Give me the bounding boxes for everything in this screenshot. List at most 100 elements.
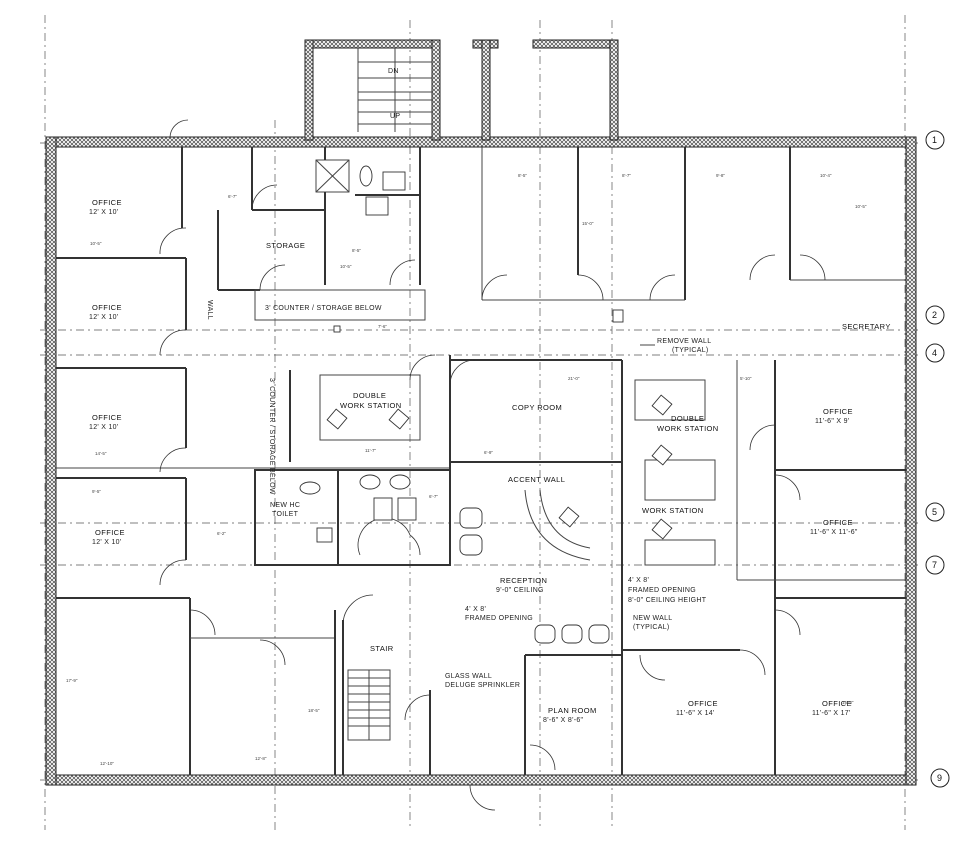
- chair-icon: [588, 624, 610, 644]
- copy-room-label: COPY ROOM: [512, 403, 562, 412]
- framed-opening-right-size: 4' X 8': [628, 577, 649, 584]
- reception-ceiling: 9'-0" CEILING: [496, 587, 544, 594]
- dimensions: 8'-5" 8'-7" 9'-8" 10'-4" 15'-0" 10'-5" 6…: [66, 173, 867, 766]
- stairs-dn-label: DN: [388, 68, 399, 75]
- dimension: 11'-7": [365, 448, 377, 453]
- storage-label: STORAGE: [266, 241, 305, 250]
- column-icon: [333, 325, 341, 333]
- office-3-size: 12' X 10': [89, 424, 119, 431]
- plan-room-name: PLAN ROOM: [548, 706, 597, 715]
- hc-toilet-line1: NEW HC: [270, 502, 300, 509]
- sink-icon: [382, 171, 406, 191]
- counter-vertical-label: 3' COUNTER / STORAGE BELOW: [268, 378, 275, 495]
- stairs-up-label: UP: [390, 113, 400, 120]
- chair-icon: [651, 518, 673, 540]
- column-icon: [612, 309, 624, 323]
- new-wall-note: NEW WALL: [633, 615, 672, 622]
- fixtures: [299, 159, 673, 644]
- office-4-name: OFFICE: [95, 528, 125, 537]
- wall-label: WALL: [206, 300, 213, 320]
- toilet-icon: [359, 474, 381, 490]
- dimension: 15'-0": [582, 221, 594, 226]
- toilet-icon: [359, 165, 373, 187]
- new-wall-typical: (TYPICAL): [633, 624, 670, 631]
- dimension: 9'-8": [716, 173, 725, 178]
- office-2-name: OFFICE: [92, 303, 122, 312]
- secretary-label: SECRETARY: [842, 322, 891, 331]
- plan-room-size: 8'-6" X 8'-6": [543, 717, 584, 724]
- chair-icon: [388, 408, 410, 430]
- office-2-size: 12' X 10': [89, 314, 119, 321]
- office-4-size: 12' X 10': [92, 539, 122, 546]
- dimension: 8'-5": [352, 248, 361, 253]
- office-3-name: OFFICE: [92, 413, 122, 422]
- grid-marker-1: 1: [932, 135, 937, 145]
- chair-icon: [459, 507, 483, 529]
- dimension: 10'-5": [90, 241, 102, 246]
- dimension: 15'-8": [842, 700, 854, 705]
- framed-opening-left-label: FRAMED OPENING: [465, 615, 533, 622]
- dimension: 6'-2": [217, 531, 226, 536]
- chair-icon: [534, 624, 556, 644]
- chair-icon: [326, 408, 348, 430]
- office-mid-name: OFFICE: [688, 699, 718, 708]
- dimension: 8'-5": [518, 173, 527, 178]
- chair-icon: [651, 444, 673, 466]
- sink-icon: [365, 196, 389, 216]
- double-ws-2-line1: DOUBLE: [671, 414, 704, 423]
- grid-marker-5: 5: [932, 507, 937, 517]
- glass-wall-note: GLASS WALL: [445, 673, 492, 680]
- exterior-walls: [45, 39, 917, 786]
- dimension: 10'-4": [820, 173, 832, 178]
- grid-marker-2: 2: [932, 310, 937, 320]
- office-r2-name: OFFICE: [823, 518, 853, 527]
- office-1-name: OFFICE: [92, 198, 122, 207]
- stair-label: STAIR: [370, 644, 394, 653]
- office-r3-size: 11'-6" X 17': [812, 710, 851, 717]
- dimension: 5'-10": [740, 376, 752, 381]
- grid-marker-4: 4: [932, 348, 937, 358]
- toilet-icon: [299, 481, 321, 495]
- dimension: 8'-7": [622, 173, 631, 178]
- top-stairs: DN UP: [357, 48, 432, 132]
- dimension: 10'-5": [855, 204, 867, 209]
- office-r1-size: 11'-6" X 9': [815, 418, 849, 425]
- chair-icon: [558, 506, 580, 528]
- framed-opening-left-size: 4' X 8': [465, 606, 486, 613]
- dimension: 6'-7": [429, 494, 438, 499]
- grid-markers: 1 2 4 5 7 9: [925, 130, 950, 788]
- bottom-stairs: [347, 669, 391, 741]
- dimension: 7'-6": [378, 324, 387, 329]
- framed-opening-right-ceiling: 8'-0" CEILING HEIGHT: [628, 597, 707, 604]
- office-r3-name: OFFICE: [822, 699, 852, 708]
- double-ws-1-line2: WORK STATION: [340, 401, 402, 410]
- remove-wall-typical: (TYPICAL): [672, 347, 709, 354]
- dimension: 17'-9": [66, 678, 78, 683]
- accent-wall-label: ACCENT WALL: [508, 475, 565, 484]
- toilet-icon: [389, 474, 411, 490]
- dimension: 14'-5": [95, 451, 107, 456]
- reception-label: RECEPTION: [500, 576, 547, 585]
- remove-wall-note: REMOVE WALL: [657, 338, 711, 345]
- office-1-size: 12' X 10': [89, 209, 119, 216]
- dimension: 12'-8": [255, 756, 267, 761]
- work-station-label: WORK STATION: [642, 506, 704, 515]
- chair-icon: [651, 394, 673, 416]
- double-ws-1-line1: DOUBLE: [353, 391, 386, 400]
- sink-icon: [373, 497, 393, 521]
- office-r1-name: OFFICE: [823, 407, 853, 416]
- dimension: 12'-10": [100, 761, 114, 766]
- room-labels: OFFICE 12' X 10' OFFICE 12' X 10' OFFICE…: [89, 198, 891, 724]
- hc-toilet-line2: TOILET: [272, 511, 299, 518]
- framed-opening-right-label: FRAMED OPENING: [628, 587, 696, 594]
- chair-icon: [561, 624, 583, 644]
- dimension: 6'-9": [484, 450, 493, 455]
- office-mid-size: 11'-6" X 14': [676, 710, 715, 717]
- dimension: 21'-0": [568, 376, 580, 381]
- interior-walls: [56, 147, 906, 775]
- grid-marker-7: 7: [932, 560, 937, 570]
- dimension: 6'-7": [228, 194, 237, 199]
- grid-marker-9: 9: [937, 773, 942, 783]
- notes: REMOVE WALL (TYPICAL) 4' X 8' FRAMED OPE…: [445, 338, 711, 689]
